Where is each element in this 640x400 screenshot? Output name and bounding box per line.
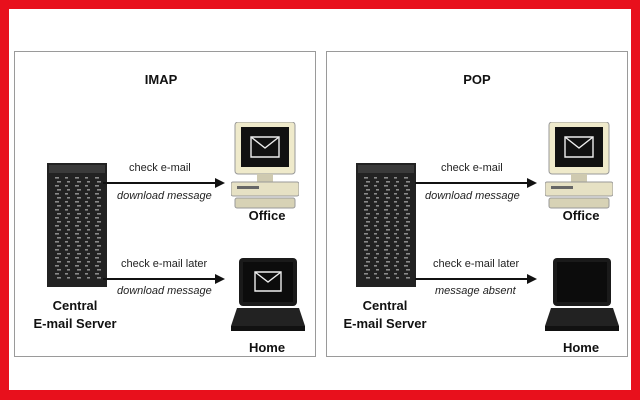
server-tower-icon (356, 163, 416, 287)
imap-title: IMAP (144, 72, 178, 87)
desktop-mail-icon (545, 122, 613, 210)
diagram-canvas: IMAP Central E-mail Server check e-mail … (9, 9, 631, 390)
pop-arrow2-top-label: check e-mail later (433, 258, 520, 270)
pop-arrow2 (415, 274, 537, 284)
imap-panel: IMAP Central E-mail Server check e-mail … (14, 51, 316, 357)
server-tower-icon (47, 163, 107, 287)
pop-arrow2-bottom-label: message absent (435, 285, 516, 297)
imap-arrow1 (103, 178, 225, 188)
imap-server-label-line1: Central (52, 298, 98, 313)
imap-server-label-line2: E-mail Server (33, 316, 117, 331)
laptop-mail-icon (231, 258, 305, 334)
imap-arrow2-bottom-label: download message (117, 285, 212, 297)
pop-home-label: Home (562, 340, 600, 355)
imap-arrow2-top-label: check e-mail later (121, 258, 208, 270)
imap-arrow1-bottom-label: download message (117, 190, 212, 202)
pop-arrow1-bottom-label: download message (425, 190, 520, 202)
imap-office-label: Office (248, 208, 286, 223)
pop-arrow1-top-label: check e-mail (441, 162, 503, 174)
desktop-mail-icon (231, 122, 299, 210)
pop-title: POP (463, 72, 491, 87)
imap-home-label: Home (248, 340, 286, 355)
pop-panel: POP Central E-mail Server check e-mail d… (326, 51, 628, 357)
pop-arrow1 (415, 178, 537, 188)
pop-server-label-line1: Central (362, 298, 408, 313)
imap-arrow2 (103, 274, 225, 284)
laptop-blank-icon (545, 258, 619, 334)
imap-arrow1-top-label: check e-mail (129, 162, 191, 174)
pop-server-label-line2: E-mail Server (343, 316, 427, 331)
pop-office-label: Office (562, 208, 600, 223)
